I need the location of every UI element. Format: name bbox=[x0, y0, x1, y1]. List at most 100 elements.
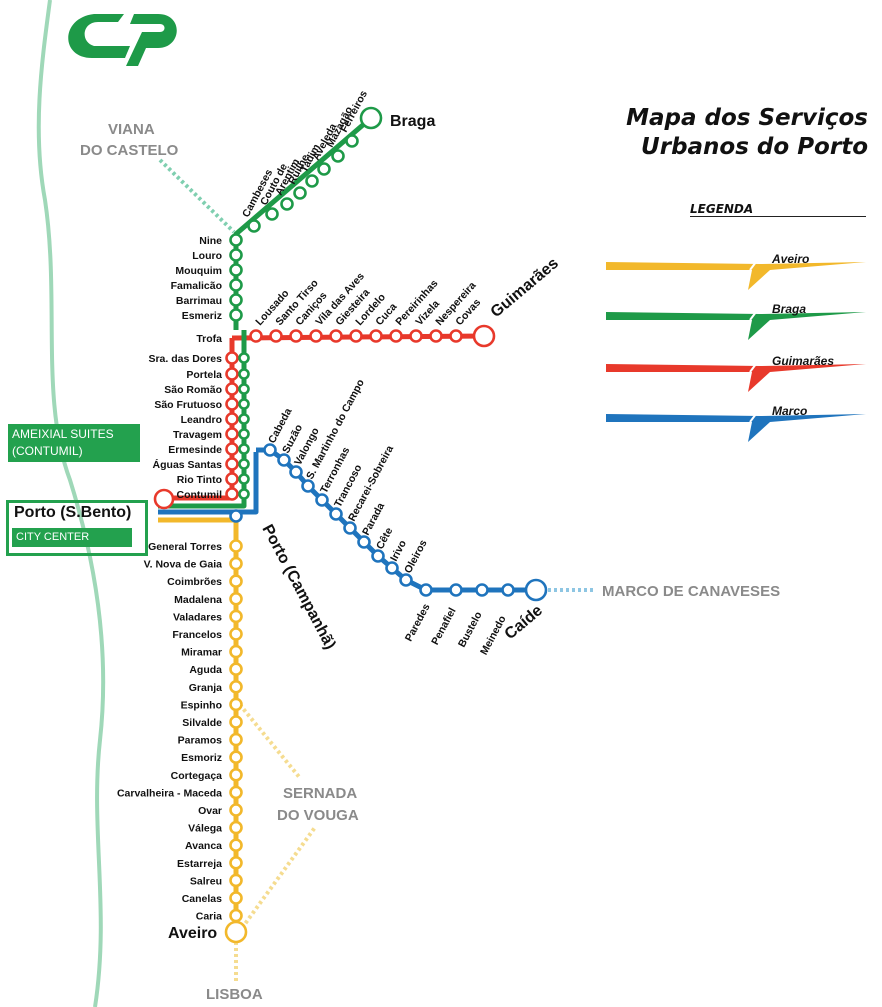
terminal-campanha: Porto (Campanhã) bbox=[258, 522, 338, 652]
label-aveiro-1: V. Nova de Gaia bbox=[144, 559, 223, 571]
label-south-9: Contumil bbox=[177, 489, 223, 501]
hotel-station: (CONTUMIL) bbox=[12, 444, 83, 458]
station-marco-terminal bbox=[524, 578, 548, 602]
map-title-line1: Mapa dos Serviços bbox=[626, 105, 868, 131]
legend-ribbon-3 bbox=[606, 414, 866, 442]
label-aveiro-14: Carvalheira - Maceda bbox=[117, 787, 222, 799]
station-aveiro-7 bbox=[229, 662, 243, 677]
terminal-braga: Braga bbox=[390, 113, 435, 130]
station-aveiro-12 bbox=[229, 750, 243, 765]
label-trunk-2: Mouquim bbox=[175, 265, 222, 277]
viana-connector bbox=[158, 158, 236, 234]
station-aveiro-6 bbox=[229, 644, 243, 659]
label-aveiro-15: Ovar bbox=[198, 805, 222, 817]
station-braga-3 bbox=[317, 162, 331, 176]
legend-ribbon-2 bbox=[606, 364, 866, 392]
station-marco-8 bbox=[371, 549, 385, 563]
legend-label-3: Marco bbox=[772, 404, 807, 418]
station-aveiro-18 bbox=[229, 855, 243, 870]
station-aveiro-4 bbox=[229, 609, 243, 624]
terminal-caide: Caíde bbox=[502, 602, 546, 643]
map-title-line2: Urbanos do Porto bbox=[641, 134, 868, 160]
label-marco-lower-1: Penafiel bbox=[429, 606, 459, 647]
station-south-8 bbox=[225, 472, 239, 486]
legend-label-2: Guimarães bbox=[772, 354, 834, 368]
station-south-0 bbox=[225, 351, 239, 365]
station-guimaraes-1 bbox=[269, 329, 283, 343]
city-center-title: Porto (S.Bento) bbox=[14, 504, 132, 521]
label-aveiro-11: Paramos bbox=[178, 735, 223, 747]
station-aveiro-17 bbox=[229, 838, 243, 853]
terminal-aveiro: Aveiro bbox=[168, 925, 217, 942]
station-south-6 bbox=[225, 442, 239, 456]
station-south-9 bbox=[225, 487, 239, 501]
station-aveiro-1 bbox=[229, 556, 243, 571]
hotel-name: AMEIXIAL SUITES bbox=[12, 427, 114, 441]
station-marco-0 bbox=[263, 443, 277, 457]
legend-slash-2 bbox=[749, 363, 757, 373]
label-marco-8: Cête bbox=[374, 526, 395, 552]
legend-divider bbox=[690, 216, 866, 217]
label-aveiro-9: Espinho bbox=[181, 699, 222, 711]
label-aveiro-5: Francelos bbox=[172, 629, 222, 641]
external-viana-2: DO CASTELO bbox=[80, 142, 179, 159]
station-braga-6 bbox=[280, 197, 294, 211]
label-trunk-1: Louro bbox=[192, 250, 222, 262]
label-trunk-0: Nine bbox=[199, 235, 222, 247]
station-campanha bbox=[229, 509, 243, 523]
label-aveiro-19: Salreu bbox=[190, 875, 222, 887]
station-aveiro-13 bbox=[229, 767, 243, 782]
station-aveiro-15 bbox=[229, 803, 243, 817]
label-aveiro-2: Coimbrões bbox=[167, 576, 222, 588]
label-trunk-5: Esmeriz bbox=[182, 310, 222, 322]
station-aveiro-3 bbox=[229, 591, 243, 606]
label-marco-9: Irivo bbox=[388, 538, 409, 563]
station-south-b-4 bbox=[238, 413, 250, 425]
station-south-5 bbox=[225, 427, 239, 441]
station-aveiro-11 bbox=[229, 732, 243, 747]
label-south-4: Leandro bbox=[181, 414, 222, 426]
label-marco-lower-0: Paredes bbox=[403, 602, 433, 644]
legend-ribbon-1 bbox=[606, 312, 866, 340]
station-braga-1 bbox=[345, 134, 359, 148]
terminal-guimaraes: Guimarães bbox=[488, 255, 562, 321]
station-south-2 bbox=[225, 382, 239, 396]
coastline bbox=[36, 0, 106, 1007]
label-aveiro-12: Esmoriz bbox=[181, 752, 222, 764]
external-lisboa: LISBOA bbox=[206, 986, 263, 1003]
legend-title: LEGENDA bbox=[690, 202, 754, 216]
station-guimaraes-3 bbox=[309, 329, 323, 343]
label-aveiro-18: Estarreja bbox=[177, 858, 222, 870]
station-south-b-2 bbox=[238, 383, 250, 395]
station-aveiro-2 bbox=[229, 574, 243, 589]
cp-logo-icon bbox=[68, 14, 177, 66]
station-guimaraes-0 bbox=[249, 329, 263, 343]
station-braga-0 bbox=[359, 106, 383, 130]
station-guimaraes-9 bbox=[429, 329, 443, 343]
station-south-b-8 bbox=[238, 473, 250, 485]
station-marco-lower-0 bbox=[449, 583, 463, 597]
station-aveiro-16 bbox=[229, 820, 243, 835]
label-south-7: Águas Santas bbox=[153, 458, 223, 471]
label-aveiro-17: Avanca bbox=[185, 840, 222, 852]
city-center-box bbox=[6, 500, 148, 556]
station-south-3 bbox=[225, 397, 239, 411]
label-aveiro-6: Miramar bbox=[181, 647, 222, 659]
station-guimaraes-5 bbox=[349, 329, 363, 343]
label-south-1: Portela bbox=[186, 369, 222, 381]
station-south-7 bbox=[225, 457, 239, 471]
station-guimaraes-6 bbox=[369, 329, 383, 343]
station-south-b-3 bbox=[238, 398, 250, 410]
station-marco-11 bbox=[419, 583, 433, 597]
label-trunk-4: Barrimau bbox=[176, 295, 222, 307]
station-marco-9 bbox=[385, 561, 399, 575]
station-south-b-6 bbox=[238, 443, 250, 455]
station-guimaraes-4 bbox=[329, 329, 343, 343]
station-marco-lower-2 bbox=[501, 583, 515, 597]
station-marco-6 bbox=[343, 521, 357, 535]
station-marco-1 bbox=[277, 453, 291, 467]
station-south-b-0 bbox=[238, 352, 250, 364]
station-trunk-5 bbox=[229, 308, 243, 322]
city-center-label: CITY CENTER bbox=[12, 528, 132, 547]
